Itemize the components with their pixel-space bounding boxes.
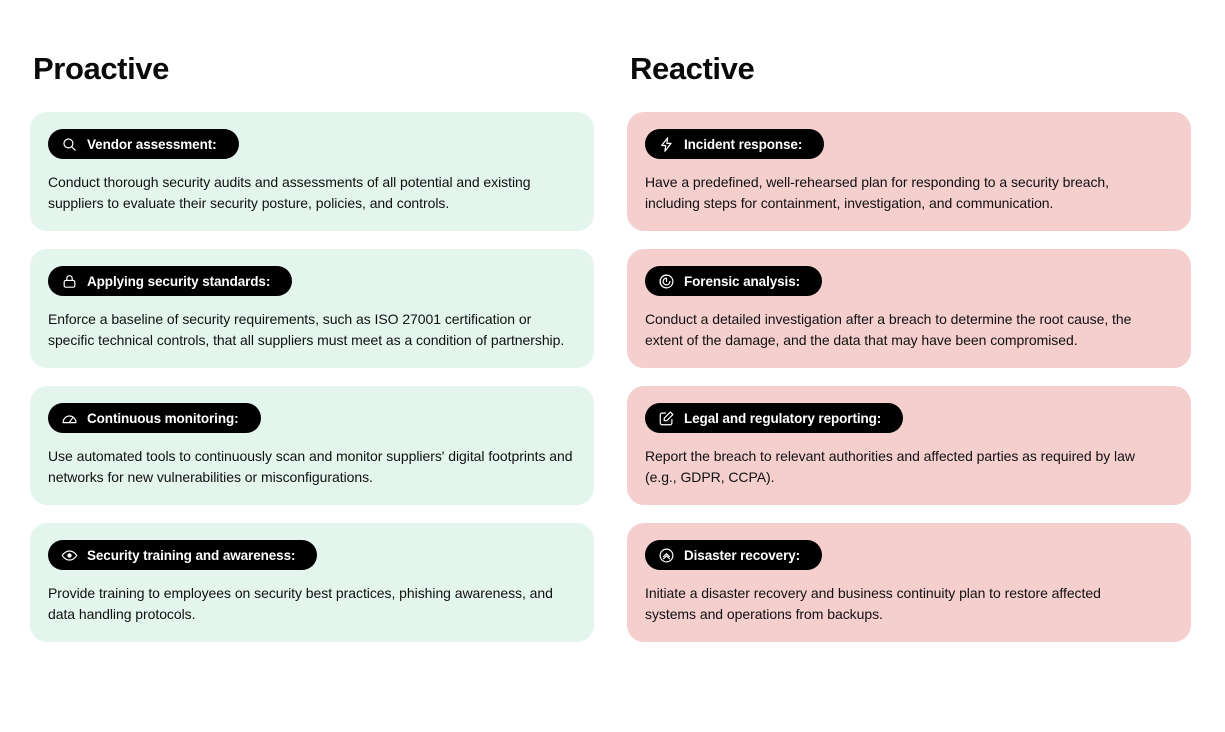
card: Applying security standards: Enforce a ba… <box>30 249 594 369</box>
card-title: Disaster recovery: <box>684 547 801 563</box>
card: Vendor assessment: Conduct thorough secur… <box>30 112 594 232</box>
card-description: Initiate a disaster recovery and busines… <box>645 585 1101 622</box>
card-title: Legal and regulatory reporting: <box>684 410 882 426</box>
card-header-pill[interactable]: Continuous monitoring: <box>48 403 261 434</box>
card-header-pill[interactable]: Incident response: <box>645 129 825 160</box>
search-icon <box>61 136 78 153</box>
circle-chevron-up-icon <box>658 547 675 564</box>
fingerprint-icon <box>658 273 675 290</box>
card-header-pill[interactable]: Security training and awareness: <box>48 540 318 571</box>
card-description: Have a predefined, well-rehearsed plan f… <box>645 174 1109 211</box>
card-header-pill[interactable]: Vendor assessment: <box>48 129 239 160</box>
column-title: Reactive <box>630 51 755 86</box>
lightning-bolt-icon <box>658 136 675 153</box>
gauge-icon <box>61 410 78 427</box>
card: Incident response: Have a predefined, wel… <box>627 112 1191 232</box>
eye-icon <box>61 547 78 564</box>
card-description: Enforce a baseline of security requireme… <box>48 311 565 348</box>
card-description: Provide training to employees on securit… <box>48 585 553 622</box>
card-title: Vendor assessment: <box>87 136 217 152</box>
card: Forensic analysis: Conduct a detailed inv… <box>627 249 1191 369</box>
card: Legal and regulatory reporting: Report th… <box>627 386 1191 506</box>
column-title: Proactive <box>33 51 169 86</box>
card-description: Conduct thorough security audits and ass… <box>48 174 531 211</box>
lock-icon <box>61 273 78 290</box>
card: Disaster recovery: Initiate a disaster re… <box>627 523 1191 643</box>
card-header-pill[interactable]: Forensic analysis: <box>645 266 823 297</box>
card-title: Applying security standards: <box>87 273 271 289</box>
card-title: Incident response: <box>684 136 803 152</box>
card-header-pill[interactable]: Legal and regulatory reporting: <box>645 403 904 434</box>
card-title: Forensic analysis: <box>684 273 801 289</box>
card-description: Report the breach to relevant authoritie… <box>645 448 1135 485</box>
card: Security training and awareness: Provide … <box>30 523 594 643</box>
card-header-pill[interactable]: Applying security standards: <box>48 266 293 297</box>
card: Continuous monitoring: Use automated tool… <box>30 386 594 506</box>
card-description: Conduct a detailed investigation after a… <box>645 311 1132 348</box>
card-title: Security training and awareness: <box>87 547 296 563</box>
card-list: Incident response: Have a predefined, wel… <box>627 112 1191 643</box>
card-description: Use automated tools to continuously scan… <box>48 448 573 485</box>
card-title: Continuous monitoring: <box>87 410 239 426</box>
edit-square-icon <box>658 410 675 427</box>
card-header-pill[interactable]: Disaster recovery: <box>645 540 823 571</box>
card-list: Vendor assessment: Conduct thorough secur… <box>30 112 594 643</box>
